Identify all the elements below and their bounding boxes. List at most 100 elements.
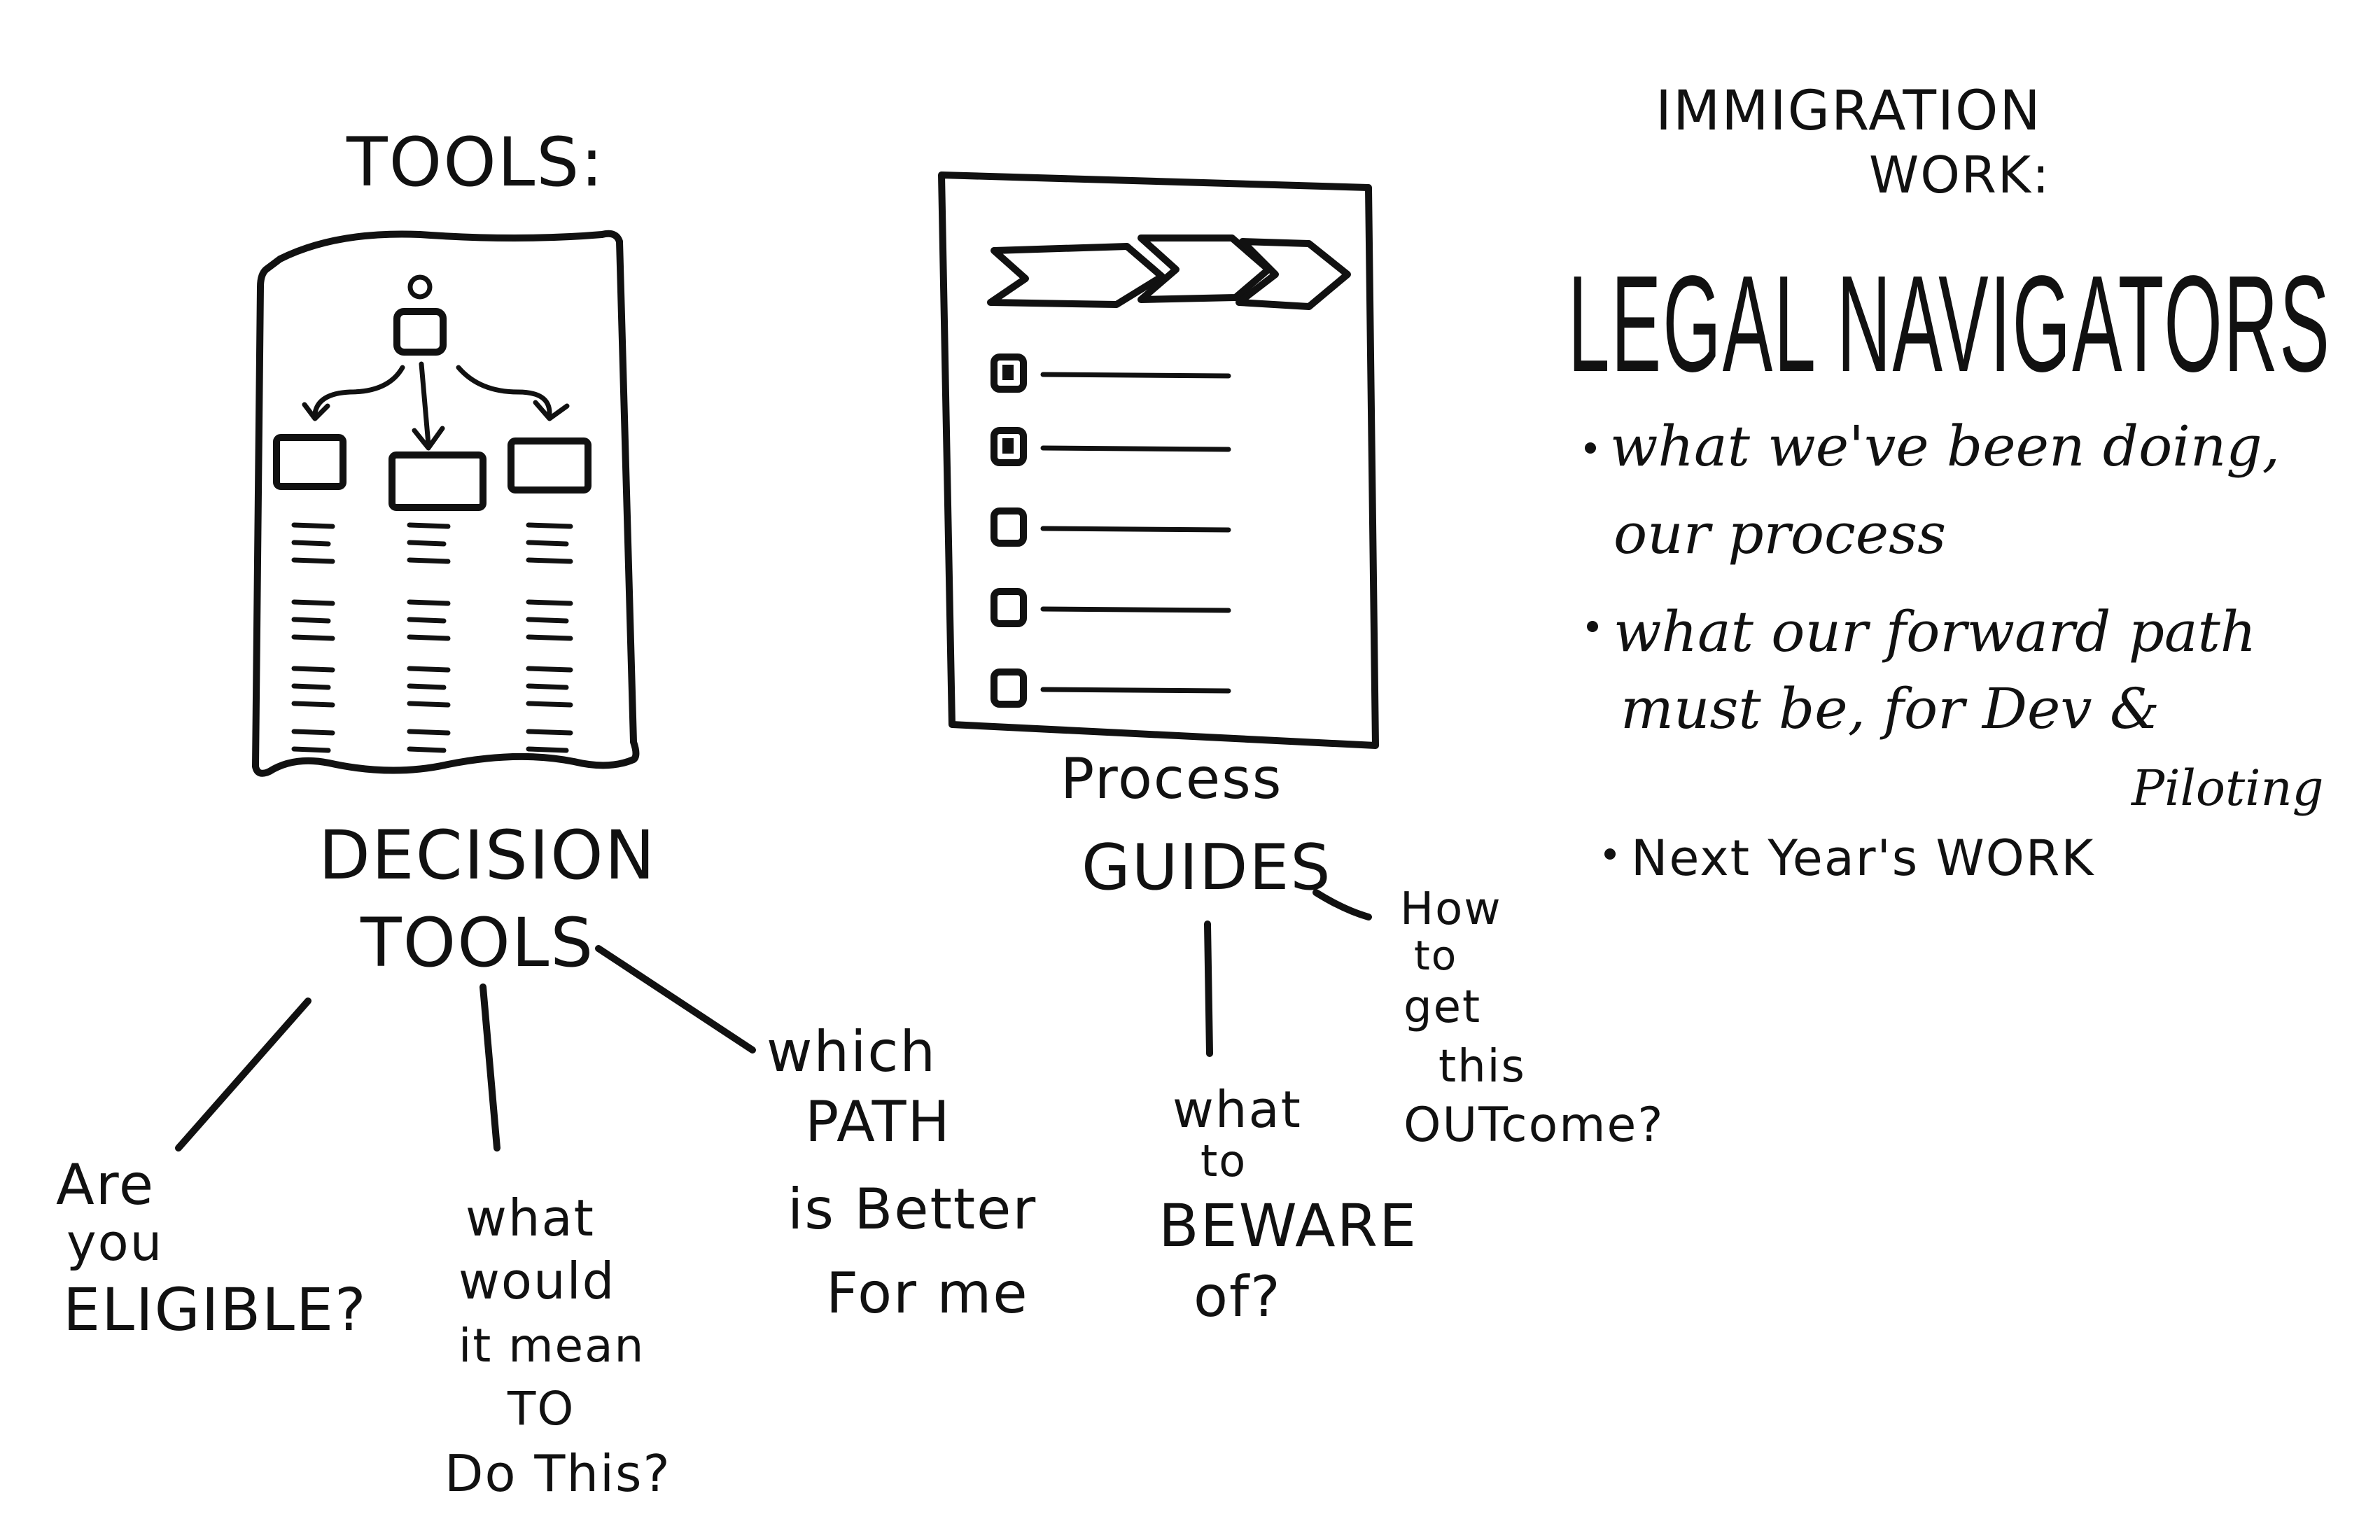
checklist-line — [1040, 526, 1231, 533]
process-branch-line-down — [1204, 920, 1213, 1057]
flow-text-line — [407, 540, 447, 547]
flow-text-line — [407, 617, 447, 624]
flow-text-line — [526, 729, 573, 736]
decision-branch-path: which PATH is Better For me — [766, 1019, 1037, 1326]
flow-text-line — [526, 522, 573, 529]
flow-text-line — [291, 540, 331, 547]
flow-text-line — [407, 634, 451, 641]
flow-text-line — [526, 634, 573, 641]
decision-tools-label-line2: TOOLS — [360, 904, 594, 982]
chevron-step-2-icon — [1138, 234, 1272, 303]
checklist-line — [1040, 372, 1231, 379]
flow-box-2 — [388, 451, 486, 511]
flow-text-line — [291, 599, 335, 606]
decision-branch-line-middle — [479, 983, 500, 1152]
branch-text-line: which — [766, 1019, 937, 1084]
branch-text-line: Do This? — [444, 1444, 671, 1503]
branch-text-line: to — [1200, 1135, 1247, 1186]
bullet-1-line2: our process — [1614, 501, 1946, 566]
branch-text-line: would — [458, 1252, 615, 1310]
process-guides-label-line2: GUIDES — [1082, 831, 1331, 904]
decision-branch-eligible: Are you ELIGIBLE? — [56, 1152, 368, 1344]
flow-text-line — [407, 599, 451, 606]
flow-text-lines — [291, 522, 573, 753]
bullet-3-line1: Next Year's WORK — [1631, 830, 2094, 887]
immigration-heading-line2: WORK: — [1869, 146, 2050, 204]
branch-text-line: For me — [826, 1261, 1029, 1326]
tools-heading: TOOLS: — [346, 123, 605, 202]
branch-text-line: ELIGIBLE? — [63, 1275, 368, 1344]
branch-text-line: what — [1172, 1080, 1302, 1139]
branch-text-line: TO — [507, 1382, 575, 1436]
flow-text-line — [291, 683, 331, 690]
bullet-2-line2: must be, for Dev & — [1620, 676, 2160, 741]
flow-text-line — [407, 746, 447, 753]
checkbox-mark-icon — [1002, 365, 1014, 380]
checklist-line — [1040, 687, 1231, 694]
chevron-step-3-icon — [1236, 238, 1351, 310]
flow-node-top — [393, 308, 447, 356]
checkbox-icon — [990, 427, 1027, 466]
flow-text-line — [291, 617, 331, 624]
flow-text-line — [291, 729, 335, 736]
checklist-line — [1040, 445, 1231, 452]
checkbox-icon — [990, 588, 1027, 627]
branch-text-line: is Better — [788, 1177, 1037, 1242]
flow-node-head-icon — [407, 274, 433, 300]
decision-doc-frame — [252, 230, 640, 777]
flow-text-line — [526, 557, 573, 564]
flow-text-line — [291, 522, 335, 529]
flow-text-line — [291, 666, 335, 673]
flow-text-line — [526, 666, 573, 673]
flow-box-1 — [273, 434, 346, 490]
flow-text-line — [407, 683, 447, 690]
checkbox-icon — [990, 507, 1027, 547]
flow-text-line — [526, 701, 573, 708]
legal-navigators-title: LEGAL NAVIGATORS — [1568, 247, 2331, 400]
flow-text-line — [407, 557, 451, 564]
bullet-2-line1: what our forward path — [1614, 599, 2256, 664]
flow-text-line — [291, 746, 331, 753]
checklist — [990, 354, 1231, 708]
flow-arrow-left-icon — [302, 365, 405, 421]
checklist-line — [1040, 606, 1231, 613]
flow-text-line — [526, 599, 573, 606]
branch-text-line: How — [1400, 883, 1502, 935]
branch-text-line: to — [1414, 932, 1457, 979]
flow-arrow-middle-icon — [412, 361, 445, 451]
decision-branch-meaning: what would it mean TO Do This? — [444, 1189, 671, 1503]
branch-text-line: PATH — [805, 1089, 951, 1154]
flow-text-line — [526, 683, 569, 690]
flow-box-3 — [507, 438, 592, 493]
process-branch-beware: what to BEWARE of? — [1158, 1080, 1418, 1329]
checkbox-icon — [990, 354, 1027, 393]
branch-text-line: this — [1438, 1041, 1526, 1093]
branch-text-line: what — [465, 1189, 595, 1247]
immigration-heading-line1: IMMIGRATION — [1656, 80, 2042, 143]
branch-text-line: of? — [1194, 1264, 1282, 1329]
bullet-dot-icon — [1585, 442, 1596, 454]
decision-branch-line-right — [595, 945, 756, 1054]
branch-text-line: you — [66, 1213, 163, 1272]
checkbox-mark-icon — [1002, 438, 1014, 454]
branch-text-line: Are — [56, 1152, 155, 1217]
flow-text-line — [526, 540, 569, 547]
flow-text-line — [407, 522, 451, 529]
flow-text-line — [526, 746, 569, 753]
process-guides-label-line1: Process — [1060, 746, 1282, 811]
bullet-1-line1: what we've been doing, — [1610, 414, 2280, 479]
branch-text-line: BEWARE — [1158, 1191, 1418, 1260]
bullet-2-line3: Piloting — [2130, 760, 2323, 817]
flow-text-line — [291, 701, 335, 708]
decision-tool-sketch — [252, 230, 640, 777]
decision-tools-label-line1: DECISION — [318, 816, 657, 895]
process-branch-outcome: How to get this OUTcome? — [1400, 883, 1662, 1153]
flow-text-line — [407, 729, 451, 736]
flow-text-line — [291, 634, 335, 641]
flow-text-line — [291, 557, 335, 564]
process-branch-line-right — [1312, 889, 1372, 920]
checkbox-icon — [990, 668, 1027, 708]
decision-branch-line-left — [175, 997, 312, 1152]
flow-text-line — [407, 666, 451, 673]
